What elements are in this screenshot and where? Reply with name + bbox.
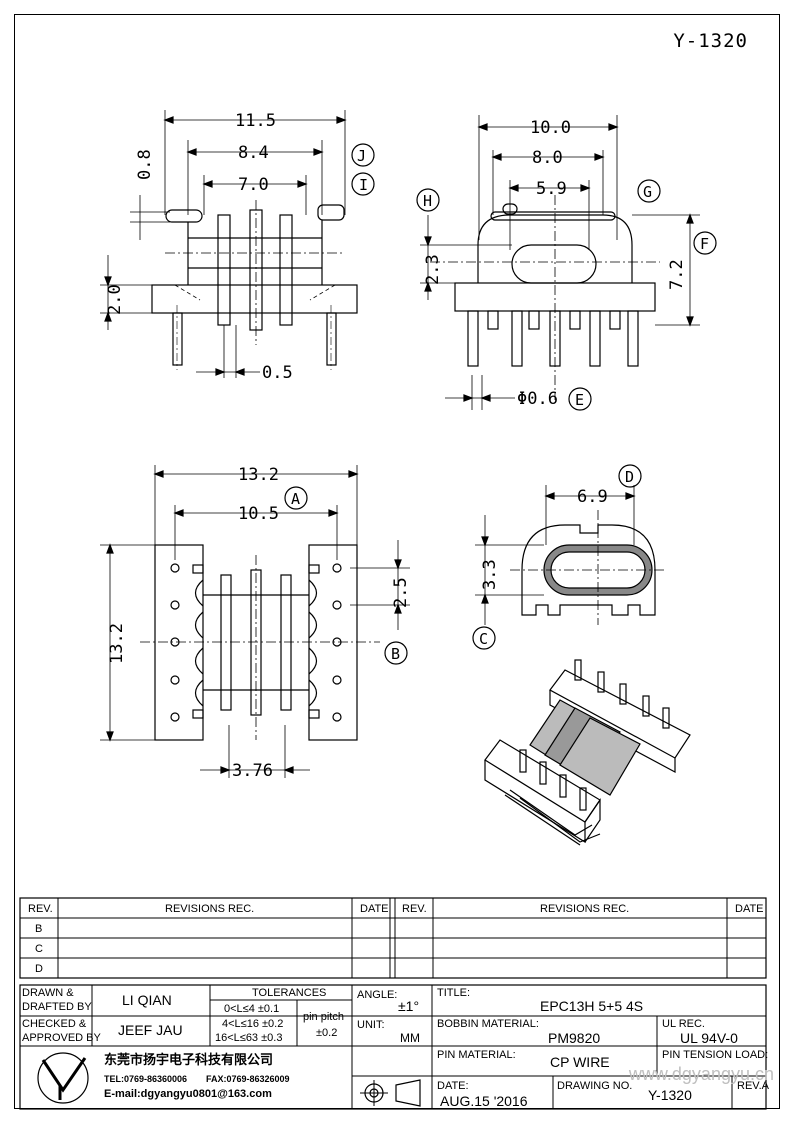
label-e: E [575,391,584,409]
dim-front-overall-height: 7.2 [667,259,687,290]
dim-front-core: 5.9 [536,179,567,199]
tolerance-1: 0<L≤4 ±0.1 [224,1003,280,1015]
dim-front-mid: 8.0 [532,148,563,168]
approved-label: APPROVED BY [22,1032,101,1044]
label-h: H [423,192,432,210]
checked-label: CHECKED & [22,1018,87,1030]
label-d: D [625,468,634,486]
label-b: B [391,645,400,663]
label-f: F [700,235,709,253]
date-value: AUG.15 '2016 [440,1093,528,1109]
dim-side-flange: 0.8 [135,149,155,180]
tolerances-label: TOLERANCES [252,987,327,999]
rev-row-d: D [35,963,43,975]
rev-header-1: REV. [28,903,53,915]
pin-material-label: PIN MATERIAL: [437,1049,516,1061]
dim-section-height: 3.3 [480,559,500,590]
dim-front-pin-diameter: Φ0.6 [517,389,558,409]
rev-header-5: REVISIONS REC. [540,903,630,915]
bobbin-material-label: BOBBIN MATERIAL: [437,1018,539,1030]
ul-rec: UL 94V-0 [680,1030,738,1046]
dim-section-width: 6.9 [577,487,608,507]
company-tel: TEL:0769-86360006 [104,1074,188,1084]
watermark: www.dgyangyu.cn [628,1064,774,1084]
drawing-number-top: Y-1320 [673,30,748,52]
company-logo [37,1052,89,1104]
rev-header-4: REV. [402,903,427,915]
dim-top-overall-width: 13.2 [238,465,279,485]
company-email: E-mail:dgyangyu0801@163.com [104,1088,272,1100]
dim-side-mid: 8.4 [238,143,269,163]
drawing-no: Y-1320 [648,1087,692,1103]
drawn-by: LI QIAN [122,992,172,1008]
unit-label: UNIT: [357,1019,385,1031]
side-view [100,110,375,378]
dim-front-overall: 10.0 [530,118,571,138]
company-fax: FAX:0769-86326009 [206,1074,290,1084]
rev-label: REV.A [737,1080,770,1092]
section-view [472,464,665,650]
dim-side-pin-gap: 0.5 [262,363,293,383]
date-label: DATE: [437,1080,469,1092]
isometric-view [484,659,691,846]
rev-row-b: B [35,923,43,935]
tolerance-3: 16<L≤63 ±0.3 [215,1032,283,1044]
rev-row-c: C [35,943,43,955]
title-value: EPC13H 5+5 4S [540,998,644,1014]
drawing-no-label: DRAWING NO. [557,1080,633,1092]
rev-header-6: DATE [735,903,764,915]
drafted-label: DRAFTED BY [22,1001,92,1013]
pin-material: CP WIRE [550,1054,610,1070]
checked-by: JEEF JAU [118,1022,183,1038]
drawn-label: DRAWN & [22,987,74,999]
dim-top-pin-span: 10.5 [238,504,279,524]
pin-pitch-label: pin pitch [303,1011,344,1023]
rev-header-2: REVISIONS REC. [165,903,255,915]
label-c: C [479,630,488,648]
label-g: G [643,183,652,201]
top-view [100,465,410,778]
dim-top-slot: 3.76 [232,761,273,781]
dim-top-pin-pitch: 2.5 [391,577,411,608]
label-j: J [357,147,366,165]
bobbin-material: PM9820 [548,1030,601,1046]
ul-rec-label: UL REC. [662,1018,705,1030]
angle-value: ±1° [398,998,420,1014]
angle-label: ANGLE: [357,989,398,1001]
title-block-lines [19,897,767,1110]
rev-header-3: DATE [360,903,389,915]
pin-pitch-tolerance: ±0.2 [316,1027,338,1039]
dim-side-inner: 7.0 [238,175,269,195]
dim-front-core-height: 2.3 [423,254,443,285]
pin-tension-label: PIN TENSION LOAD: [662,1049,769,1061]
label-i: I [359,176,368,194]
dim-side-overall: 11.5 [235,111,276,131]
unit-value: MM [400,1031,420,1045]
tolerance-2: 4<L≤16 ±0.2 [222,1018,284,1030]
label-a: A [291,490,300,508]
title-label: TITLE: [437,987,471,999]
dim-top-overall-length: 13.2 [107,623,127,664]
company-name: 东莞市扬宇电子科技有限公司 [104,1053,274,1068]
front-view [416,115,717,411]
dim-side-base: 2.0 [105,284,125,315]
